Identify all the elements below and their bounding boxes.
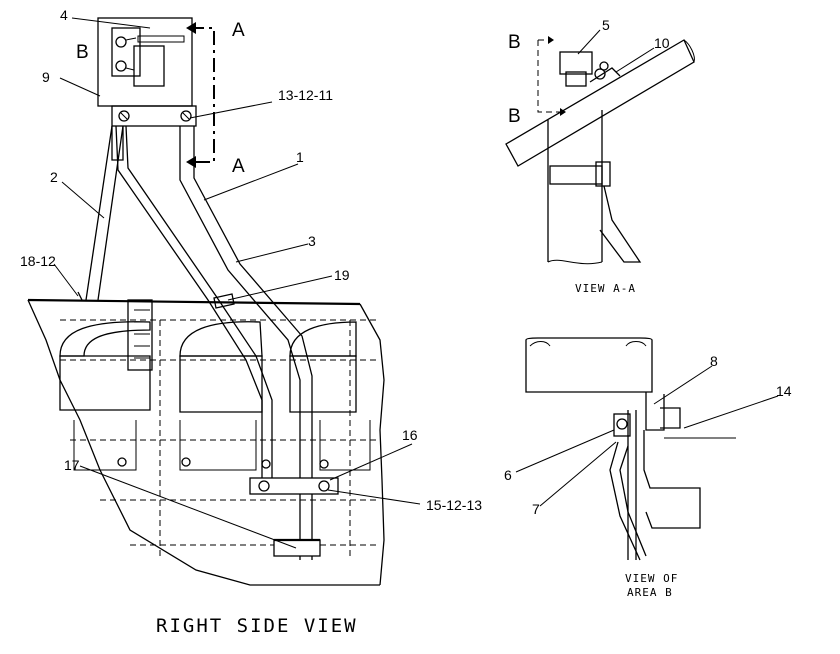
view-b-caption-line1: VIEW OF [625,572,678,585]
section-label-a-bottom: A [232,156,245,177]
callout-6: 6 [504,467,512,483]
control-box [97,17,197,127]
callout-17: 17 [64,457,80,473]
callout-9: 9 [42,69,50,85]
callout-4: 4 [60,7,68,23]
right-side-view: 4 9 13-12-11 1 2 3 18-12 19 16 17 15-12-… [20,7,482,637]
clip-19 [213,293,235,309]
leader-lines [53,17,421,549]
callout-15-12-13: 15-12-13 [426,497,482,513]
tube-1 [179,126,313,560]
engine-blocks [59,321,371,471]
callout-16: 16 [402,427,418,443]
view-area-b: 8 14 6 7 VIEW OF AREA B [504,337,792,599]
callout-1: 1 [296,149,304,165]
callout-7: 7 [532,501,540,517]
area-label-b: B [76,42,89,63]
view-b-caption-line2: AREA B [627,586,673,599]
clamp-16 [249,477,339,495]
callout-5: 5 [602,17,610,33]
right-side-view-title: RIGHT SIDE VIEW [156,615,358,637]
callout-19: 19 [334,267,350,283]
callout-13-12-11: 13-12-11 [278,87,333,103]
callout-8: 8 [710,353,718,369]
callout-18-12: 18-12 [20,253,56,269]
frame [27,298,385,586]
section-line-a [186,22,215,168]
section-label-b-top: B [508,32,521,53]
bracket-18 [77,291,153,371]
section-label-a-top: A [232,20,245,41]
view-a-a: B B 5 10 VIEW A-A [505,17,695,295]
callout-14: 14 [776,383,792,399]
view-a-a-caption: VIEW A-A [575,282,636,295]
section-label-b-bottom: B [508,106,521,127]
support-leg-2 [85,125,124,301]
tube-3 [115,125,273,480]
callout-3: 3 [308,233,316,249]
callout-2: 2 [50,169,58,185]
callout-10: 10 [654,35,670,51]
